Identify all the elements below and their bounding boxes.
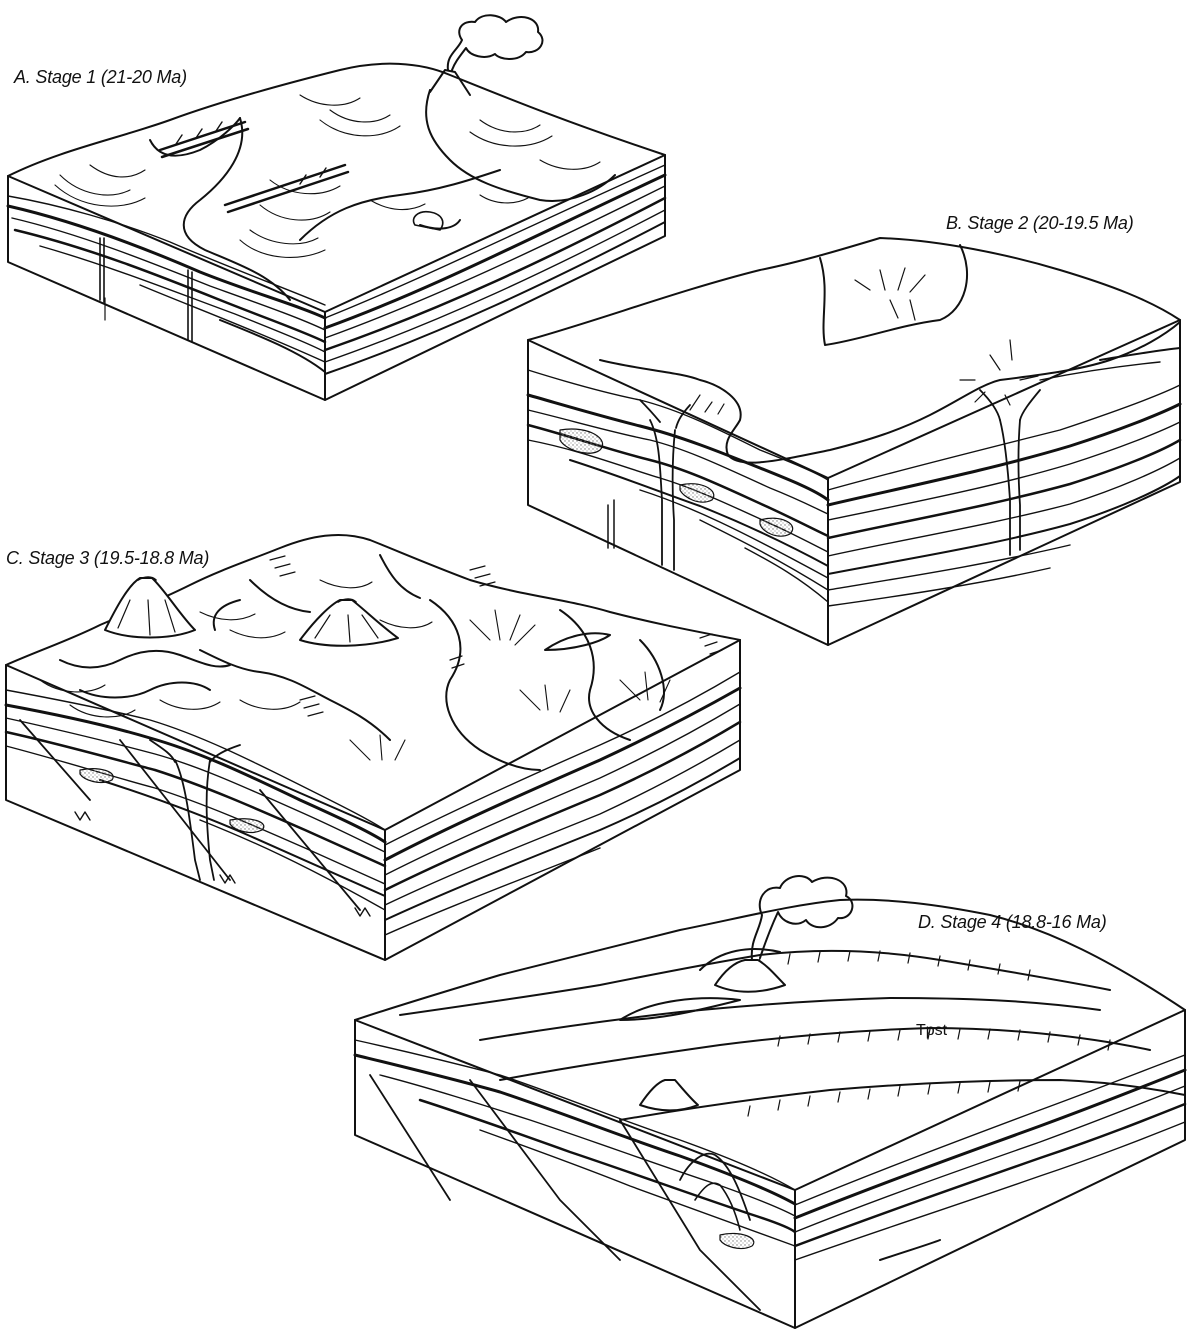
stage-b-label: B. Stage 2 (20-19.5 Ma) [946,213,1134,234]
unit-label-tpst: Tpst [916,1022,947,1040]
stage-a-label: A. Stage 1 (21-20 Ma) [14,67,187,88]
block-b-stage-2 [528,238,1180,645]
stage-d-label: D. Stage 4 (18.8-16 Ma) [918,912,1107,933]
block-d-stage-4 [355,876,1185,1328]
block-c-stage-3 [6,535,740,960]
stage-c-label: C. Stage 3 (19.5-18.8 Ma) [6,548,209,569]
